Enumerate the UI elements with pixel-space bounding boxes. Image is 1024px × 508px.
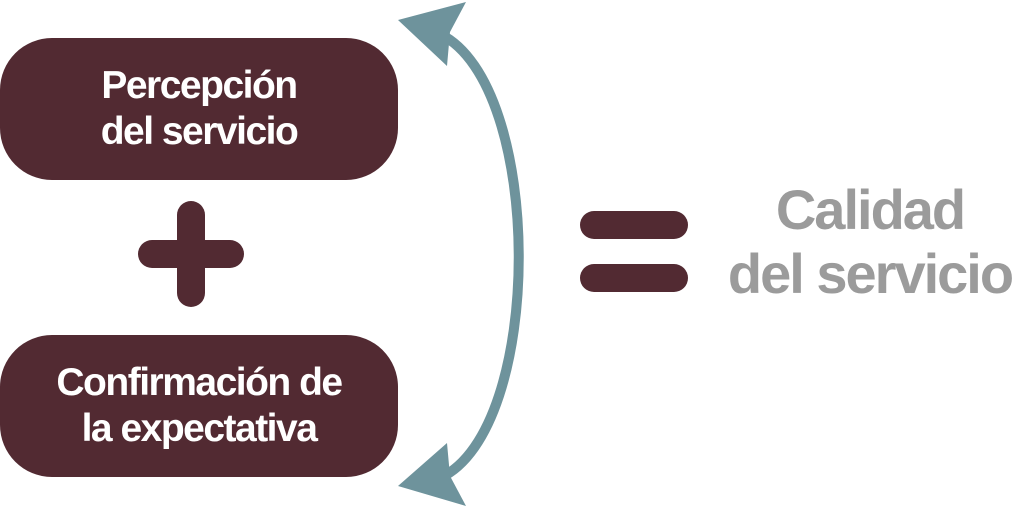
plus-icon bbox=[138, 201, 244, 307]
perception-label-line1: Percepción bbox=[101, 64, 298, 107]
result-label-line1: Calidad bbox=[775, 178, 966, 241]
service-quality-result: Calidad del servicio bbox=[720, 178, 1020, 306]
perception-label-line2: del servicio bbox=[100, 110, 299, 153]
double-arrow-icon bbox=[398, 2, 524, 506]
expectation-label-line1: Confirmación de bbox=[56, 361, 343, 404]
expectation-box: Confirmación de la expectativa bbox=[0, 335, 398, 477]
perception-box: Percepción del servicio bbox=[0, 38, 398, 180]
equals-icon bbox=[580, 211, 688, 292]
expectation-label-line2: la expectativa bbox=[81, 407, 318, 450]
result-label-line2: del servicio bbox=[727, 242, 1014, 305]
